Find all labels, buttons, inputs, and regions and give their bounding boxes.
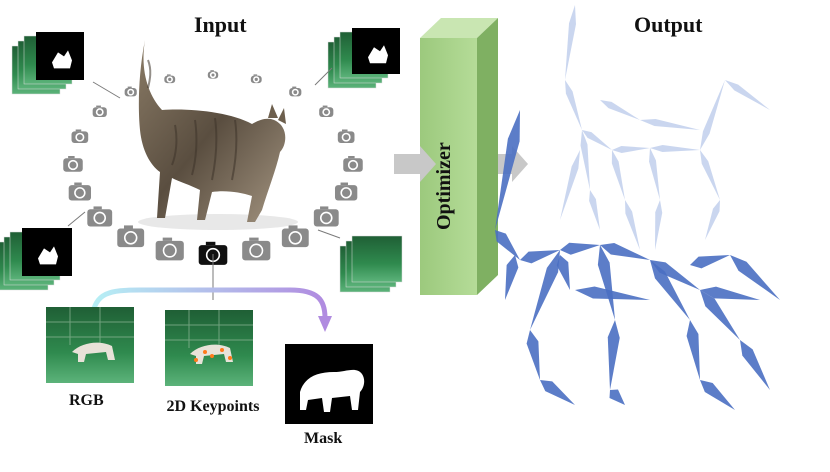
camera-icon (207, 70, 219, 79)
view-stack (327, 28, 400, 89)
camera-icon (117, 225, 145, 248)
skeleton-bone (700, 150, 720, 200)
skeleton-bone (609, 389, 625, 405)
skeleton-bone (580, 130, 590, 190)
skeleton-bone (520, 250, 560, 264)
skeleton-bone (730, 255, 780, 300)
skeleton-bone (700, 80, 725, 150)
output-skeletons (495, 5, 780, 410)
skeleton-bone (725, 80, 770, 110)
skeleton-bone (686, 320, 700, 380)
camera-icon (343, 156, 363, 172)
view-stack (0, 228, 72, 291)
view-stack (339, 235, 403, 293)
camera-icon (124, 86, 137, 97)
optimizer-label: Optimizer (433, 142, 455, 230)
output-title: Output (634, 12, 703, 37)
camera-icon (87, 206, 113, 227)
camera-icon (68, 182, 92, 201)
skeleton-bone (649, 148, 660, 200)
skeleton-bone (705, 200, 720, 240)
camera-icon (319, 105, 334, 117)
skeleton-bone (650, 145, 700, 152)
skeleton-bone (530, 250, 560, 330)
skeleton-bone (600, 243, 650, 260)
skeleton-bone (556, 255, 570, 290)
skeleton-bone (597, 245, 615, 320)
skeleton-bone (700, 290, 740, 340)
skeleton-bone (505, 255, 519, 300)
input-view-thumbnails (0, 28, 403, 293)
skeleton-bone (540, 380, 575, 405)
keypoints-image (165, 310, 253, 386)
skeleton-bone (650, 260, 690, 320)
skeleton-bone (625, 200, 640, 250)
camera-icon (250, 74, 262, 84)
skeleton-bone (690, 255, 730, 269)
camera-icon (92, 105, 107, 117)
skeleton-bone (565, 5, 576, 80)
skeleton-bone (495, 230, 520, 260)
mask-image (285, 344, 373, 424)
camera-leader-lines (67, 67, 341, 300)
skeleton-bone (640, 119, 700, 130)
camera-icon (155, 237, 184, 261)
skeleton-bone (582, 130, 612, 150)
skeleton-bone (612, 146, 650, 153)
skeleton-bone (495, 110, 520, 230)
skeleton-bone (700, 380, 735, 410)
cat-image (138, 40, 298, 230)
camera-icon (313, 206, 339, 227)
rgb-label: RGB (69, 392, 104, 409)
input-title: Input (194, 12, 247, 37)
camera-icon (242, 237, 271, 261)
camera-icon (337, 129, 355, 143)
skeleton-bone (650, 260, 700, 290)
camera-icon (63, 156, 83, 172)
input-to-optimizer-arrow (394, 146, 436, 182)
skeleton-bone (607, 320, 620, 390)
skeleton-bone (575, 286, 650, 300)
skeleton-bone (740, 340, 770, 390)
camera-icon (281, 225, 309, 248)
camera-icon (289, 86, 302, 97)
skeleton-bone (600, 100, 640, 120)
skeleton-bone (560, 150, 580, 220)
skeleton-bone (565, 80, 582, 130)
view-stack (11, 32, 84, 95)
skeleton-bone (611, 150, 625, 200)
skeleton-bone (560, 242, 600, 255)
skeleton-bone (655, 200, 663, 250)
camera-icon (71, 129, 89, 143)
skeleton-bone (700, 286, 760, 300)
skeleton-bone (589, 190, 600, 230)
camera-ring (63, 70, 363, 265)
keypoints-label: 2D Keypoints (166, 398, 260, 415)
camera-icon (334, 182, 358, 201)
mask-label: Mask (304, 430, 343, 447)
camera-icon (164, 74, 176, 84)
rgb-image (46, 307, 134, 383)
skeleton-bone (526, 330, 540, 380)
